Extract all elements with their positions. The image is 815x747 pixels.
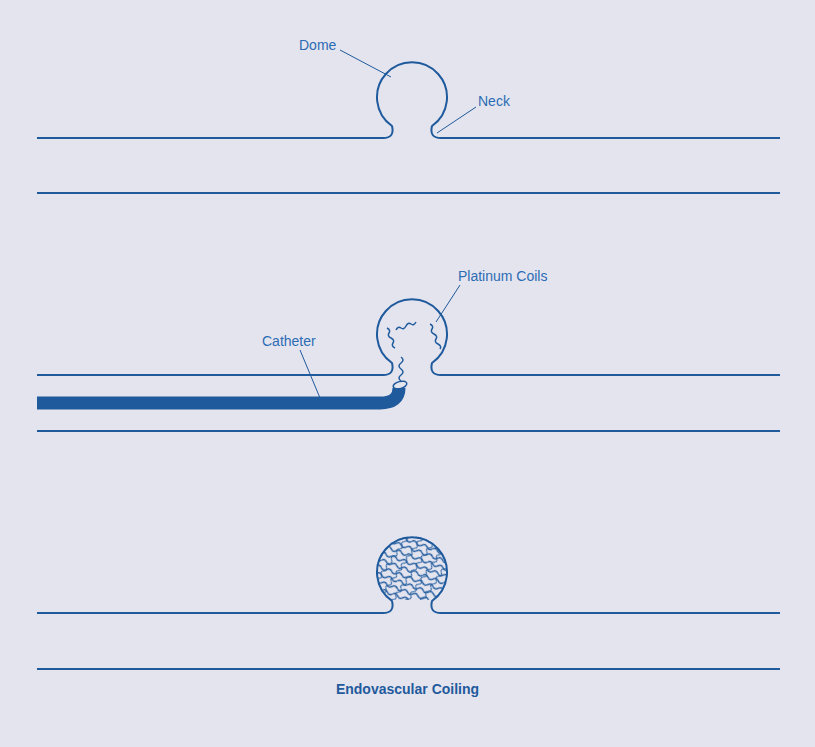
coil-mass [377,536,447,600]
platinum-coil [396,322,416,330]
platinum-coil [399,357,403,381]
part-label: Catheter [262,333,316,349]
vessel-wall [37,668,780,670]
coil-mass [377,536,447,600]
leader-line [300,350,320,398]
part-label: Dome [299,37,336,53]
caption: Endovascular Coiling [0,681,815,697]
vessel-wall [37,62,780,138]
platinum-coil [430,324,441,349]
leader-line [437,107,476,133]
catheter [37,388,399,403]
leader-line [436,285,460,322]
platinum-coil [387,328,395,348]
vessel-wall [37,192,780,194]
catheter-tip [392,380,407,390]
leader-line [340,50,391,77]
vessel-wall [37,299,780,375]
vessel-wall [37,537,780,613]
part-label: Neck [478,93,510,109]
vessel-wall [37,430,780,432]
part-label: Platinum Coils [458,268,547,284]
